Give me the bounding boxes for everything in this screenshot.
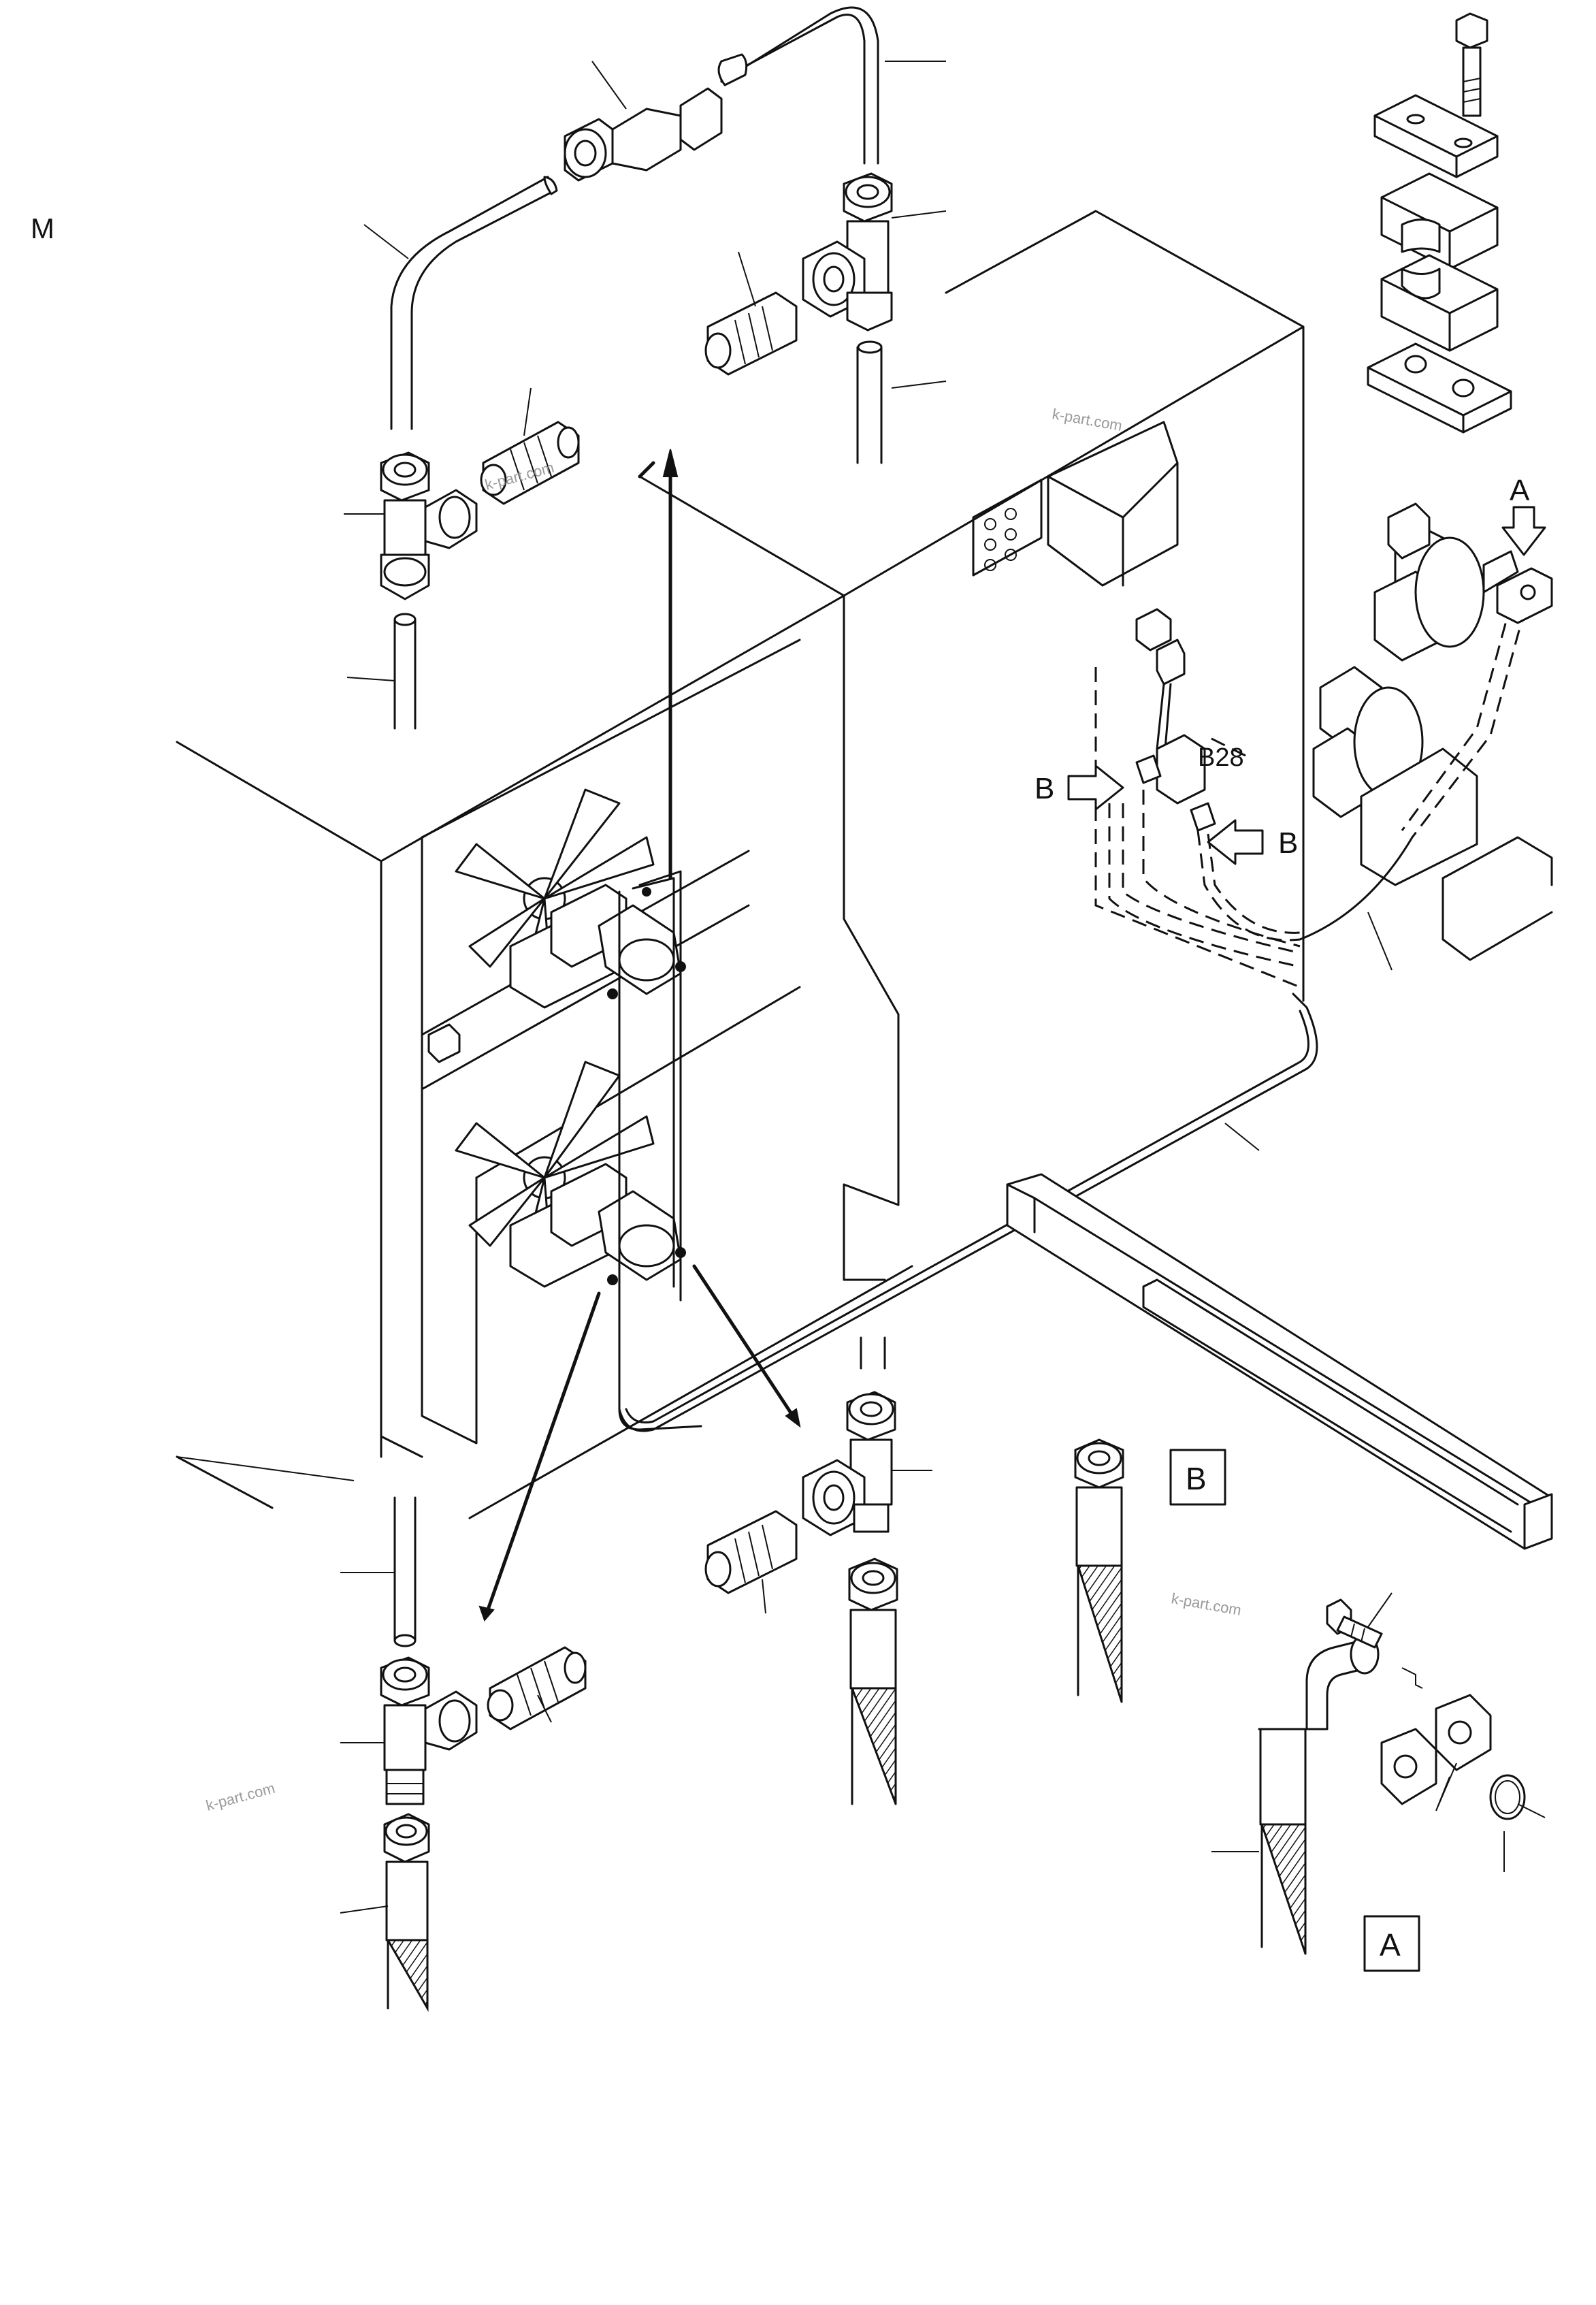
lower-center-assembly [704,1336,898,1805]
machine-housing [176,210,1305,1519]
svg-text:B: B [1186,1461,1207,1496]
svg-text:A: A [1510,474,1530,507]
lower-fan [455,1061,655,1288]
return-hose-inner [625,1010,1309,1423]
upper-fan [455,788,655,1009]
detail-box-b: B [1169,1449,1226,1506]
frame-beam [1006,1173,1553,1550]
top-pipe-assembly [380,6,879,730]
top-center-tee [704,172,893,464]
fan-motor-upper [598,904,682,995]
lower-left-assembly [380,1496,587,2012]
pump-assembly [1299,502,1553,971]
callout-b-left-arrow: B [1035,764,1124,811]
corner-label: M [31,212,54,244]
detail-box-a: A [1363,1915,1420,1972]
svg-text:A: A [1380,1927,1401,1963]
clamp-assembly [1367,12,1512,434]
watermark-1: k-part.com [1051,405,1124,434]
pointer-arrows [478,449,801,1622]
svg-text:B: B [1035,772,1054,805]
callout-b-right-arrow: B [1207,819,1298,865]
svg-text:B: B [1278,826,1298,860]
return-hose [618,993,1318,1432]
detail-a-parts [1258,1598,1526,1955]
watermark-3: k-part.com [1170,1590,1243,1619]
sensor-b28-assembly [1094,608,1301,988]
sensor-label-b28: B28 [1198,743,1244,772]
fan-motor-lower [598,1190,682,1281]
detail-b-hose [1074,1438,1124,1703]
watermark-4: k-part.com [204,1779,277,1814]
leader-lines [176,61,1546,1914]
callout-a-arrow: A [1501,474,1546,556]
